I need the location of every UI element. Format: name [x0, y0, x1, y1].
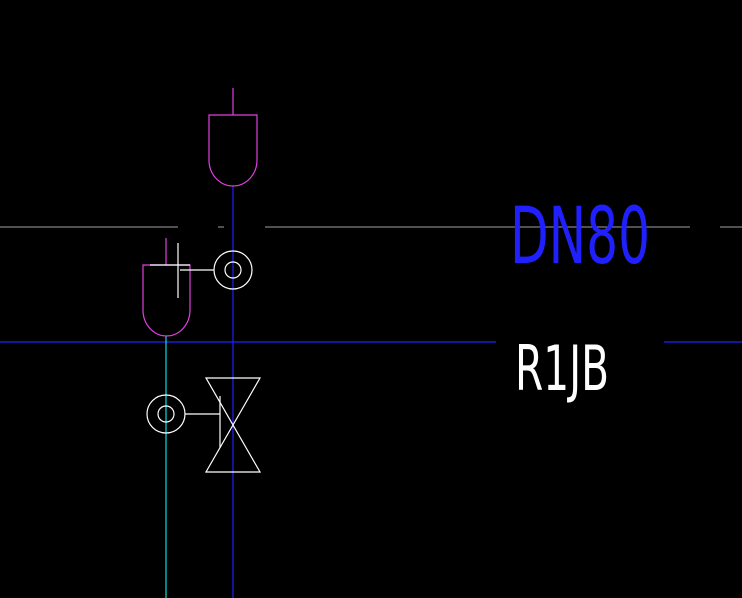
pipe-size-label: DN80: [510, 192, 650, 282]
sprinkler-head-icon: [208, 88, 258, 187]
pipe-code-label: R1JB: [515, 332, 609, 405]
gauge-circle-icon: [180, 250, 253, 290]
gauge-circle-icon: [146, 394, 220, 434]
gate-valve-icon: [204, 377, 262, 473]
stem-tick-mark: [150, 243, 190, 298]
sprinkler-head-icon: [142, 238, 191, 337]
